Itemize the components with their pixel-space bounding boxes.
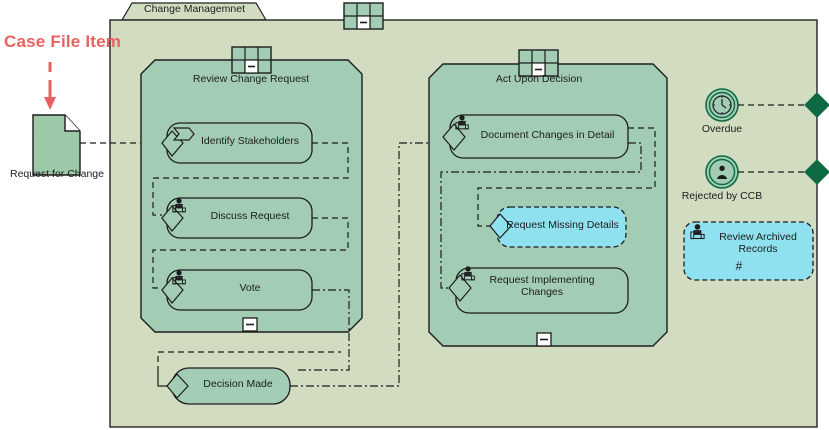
milestone-diamond-icon [804,159,829,185]
connector-stage1-to-decision [157,351,341,372]
node-decision-made[interactable] [166,367,291,405]
milestone-overdue[interactable] [705,88,829,122]
minus-box-icon[interactable] [242,317,258,332]
minus-box-icon[interactable] [536,332,552,347]
process-task-icon [161,127,195,157]
decision-task-icon [489,213,512,239]
connector-document-to-implementing [440,142,642,289]
connector-identify-to-discuss [152,142,349,216]
connector-decision-entry [157,372,167,387]
task-request-missing-details[interactable] [489,206,627,248]
stage-collapsed-icon[interactable] [343,2,384,30]
case-plan-title-tab [120,2,268,21]
connector-decision-to-act [290,142,438,387]
human-task-diamond [442,123,466,151]
annotation-case-file-item: Case File Item [4,32,122,51]
human-task-diamond [448,274,472,302]
task-discuss-request[interactable] [161,197,313,239]
human-task-diamond [161,205,184,232]
task-identify-stakeholders[interactable] [161,122,313,164]
task-document-changes-in-detail[interactable] [442,114,629,159]
task-vote[interactable] [161,269,313,311]
connector-discuss-to-vote [152,217,349,289]
down-arrow-icon [44,62,56,110]
task-request-implementing-changes[interactable] [448,265,629,314]
milestone-diamond-icon [804,92,829,118]
connector-document-to-missing [477,127,656,227]
stage-2-collapsed-icon[interactable] [518,49,559,77]
milestone-rejected-by-ccb[interactable] [705,155,829,189]
stage-1-collapsed-icon[interactable] [231,46,272,74]
case-file-item-document[interactable] [32,114,81,176]
human-task-diamond [161,277,184,304]
connector-vote-to-decision [297,289,350,371]
task-review-archived-records[interactable] [683,221,814,281]
decision-task-icon [166,373,189,399]
